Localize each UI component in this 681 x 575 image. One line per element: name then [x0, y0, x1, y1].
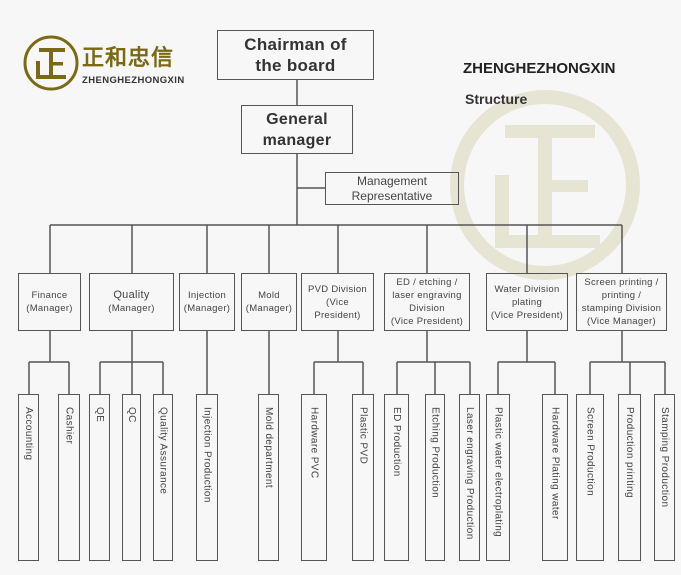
gm-line2: manager: [262, 131, 332, 149]
mgmt-line1: Management: [356, 173, 428, 188]
division-label-line: (Manager): [245, 303, 293, 314]
mgmt-line2: Representative: [351, 188, 433, 203]
department-label: Hardware PVC: [308, 407, 320, 479]
division-label-line: ED / etching /: [396, 277, 458, 288]
division-label-line: (Manager): [183, 303, 231, 314]
department-box: Cashier: [58, 394, 80, 561]
department-box: Production printing: [618, 394, 641, 561]
department-label: QC: [126, 407, 137, 423]
department-label: Etching Production: [429, 407, 441, 499]
division-box: Quality (Manager): [89, 273, 174, 331]
department-box: Stamping Production: [654, 394, 675, 561]
department-box: Hardware PVC: [301, 394, 327, 561]
department-label: Quality Assurance: [157, 407, 169, 495]
department-label: Injection Production: [201, 407, 213, 503]
department-label: Production printing: [624, 407, 635, 498]
division-label-line: (Vice President): [390, 316, 464, 327]
division-label-line: Finance: [31, 290, 68, 301]
department-label: Stamping Production: [659, 407, 670, 508]
department-box: Plastic water electroplating: [486, 394, 510, 561]
department-box: Laser engraving Production: [459, 394, 480, 561]
logo-chinese-name: 正和忠信: [82, 45, 175, 71]
department-label: Hardware Plating water: [549, 407, 561, 520]
department-box: ED Production: [384, 394, 409, 561]
division-label-line: stamping Division: [581, 303, 662, 314]
department-label: Screen Production: [584, 407, 596, 497]
division-label-line: (Manager): [108, 303, 155, 314]
department-box: Plastic PVD: [352, 394, 374, 561]
department-box: Etching Production: [425, 394, 445, 561]
division-label-line: Injection: [187, 290, 227, 301]
division-label-line: Quality: [113, 289, 150, 301]
division-label-line: Mold: [258, 290, 280, 301]
department-box: Quality Assurance: [153, 394, 173, 561]
company-title: ZHENGHEZHONGXIN: [463, 60, 616, 77]
division-label-line: President): [314, 309, 361, 321]
department-box: QC: [122, 394, 141, 561]
department-label: Plastic water electroplating: [492, 407, 504, 538]
division-label-line: Screen printing /: [584, 277, 659, 288]
department-box: QE: [89, 394, 110, 561]
chairman-box: Chairman of the board: [217, 30, 374, 80]
department-box: Mold department: [258, 394, 279, 561]
division-label-line: (Vice Manager): [587, 316, 656, 327]
division-box: Mold (Manager): [241, 273, 297, 331]
division-label-line: plating: [511, 296, 543, 308]
structure-title: Structure: [465, 91, 528, 107]
department-label: Laser engraving Production: [464, 407, 475, 540]
division-label-line: PVD Division: [307, 283, 368, 295]
chairman-line1: Chairman of: [244, 35, 347, 54]
logo-english-name: ZHENGHEZHONGXIN: [82, 75, 185, 86]
department-box: Screen Production: [576, 394, 604, 561]
division-label-line: (Vice President): [490, 309, 564, 321]
chairman-line2: the board: [255, 56, 336, 75]
division-label-line: (Vice: [326, 296, 349, 308]
division-label-line: laser engraving: [392, 290, 462, 301]
division-label-line: printing /: [601, 290, 642, 301]
department-label: QE: [94, 407, 105, 423]
general-manager-box: General manager: [241, 105, 353, 154]
department-label: Mold department: [263, 407, 274, 489]
department-label: Cashier: [63, 407, 75, 445]
gm-line1: General: [266, 110, 328, 128]
division-label-line: (Manager): [26, 303, 73, 314]
division-box: Finance (Manager): [18, 273, 81, 331]
department-label: Plastic PVD: [357, 407, 369, 465]
department-box: Injection Production: [196, 394, 218, 561]
department-box: Hardware Plating water: [542, 394, 568, 561]
division-label-line: Division: [409, 303, 445, 314]
division-box: Injection (Manager): [179, 273, 235, 331]
emblem-icon: [23, 35, 79, 91]
division-box: Screen printing / printing / stamping Divi…: [576, 273, 667, 331]
department-box: Accounting: [18, 394, 39, 561]
department-label: ED Production: [391, 407, 402, 477]
division-label-line: Water Division: [494, 283, 560, 295]
department-label: Accounting: [23, 407, 34, 461]
